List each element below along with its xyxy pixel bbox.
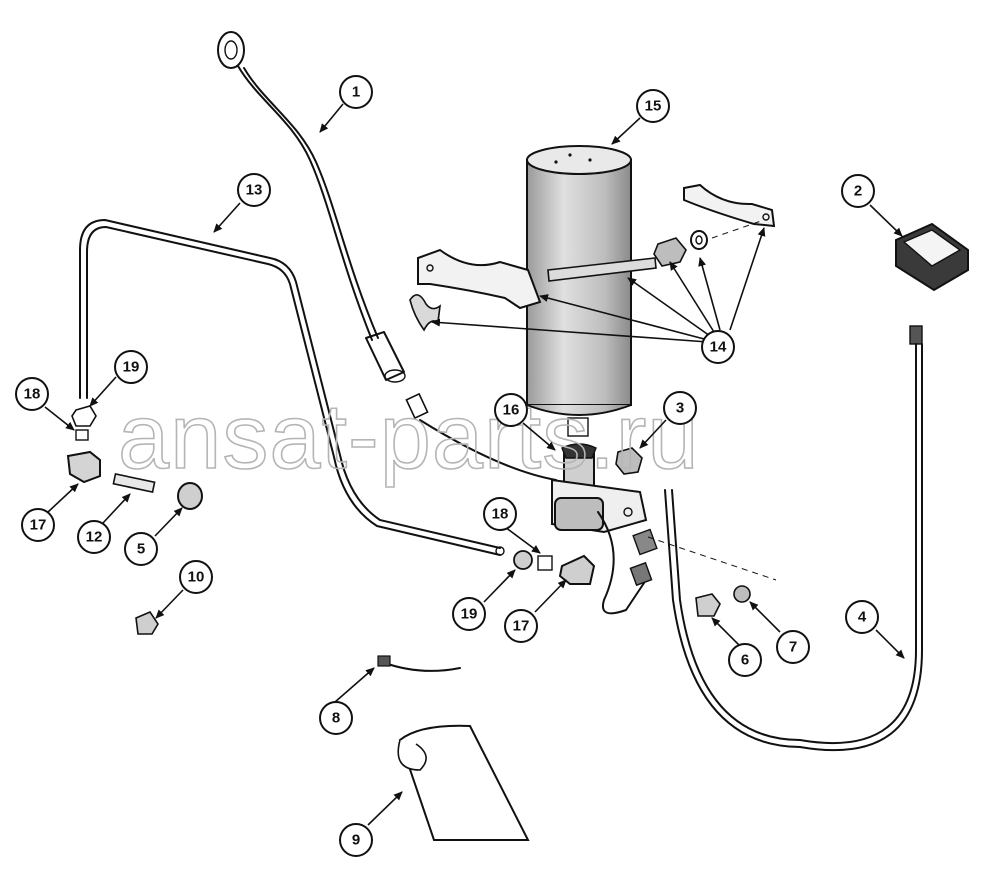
svg-text:16: 16 <box>503 402 520 419</box>
callout-17-center: 17 <box>504 609 538 643</box>
bracket-hardware-part-14 <box>409 183 776 332</box>
callout-19-left: 19 <box>114 350 148 384</box>
callout-5: 5 <box>124 532 158 566</box>
tie-strap-part-8 <box>377 655 461 672</box>
callout-4: 4 <box>845 600 879 634</box>
ground-cable-part-1 <box>217 31 406 383</box>
svg-text:7: 7 <box>789 639 797 656</box>
svg-text:19: 19 <box>461 606 478 623</box>
callout-10: 10 <box>179 560 213 594</box>
svg-text:19: 19 <box>123 359 140 376</box>
svg-text:14: 14 <box>710 339 727 356</box>
leader-lines <box>44 103 905 826</box>
fuel-line-part-13 <box>79 219 505 556</box>
svg-text:6: 6 <box>741 652 749 669</box>
bolt-washer-parts-6-7 <box>695 585 751 617</box>
callout-8: 8 <box>319 701 353 735</box>
callout-1: 1 <box>339 75 373 109</box>
svg-text:18: 18 <box>492 506 509 523</box>
callout-18-left: 18 <box>15 377 49 411</box>
svg-text:17: 17 <box>30 517 47 534</box>
svg-text:17: 17 <box>513 618 530 635</box>
rocker-switch-part-2 <box>895 222 969 292</box>
callout-12: 12 <box>77 520 111 554</box>
svg-text:15: 15 <box>645 98 662 115</box>
svg-text:1: 1 <box>352 84 360 101</box>
callout-13: 13 <box>237 173 271 207</box>
svg-text:2: 2 <box>854 183 862 200</box>
svg-text:13: 13 <box>246 182 263 199</box>
callout-6: 6 <box>728 643 762 677</box>
fitting-set-left <box>66 405 203 635</box>
svg-text:9: 9 <box>352 832 360 849</box>
svg-text:4: 4 <box>858 609 867 626</box>
svg-text:10: 10 <box>188 569 205 586</box>
switch-harness-part-4 <box>664 325 923 752</box>
svg-text:8: 8 <box>332 710 340 727</box>
callout-9: 9 <box>339 823 373 857</box>
callout-18-center: 18 <box>483 497 517 531</box>
fitting-set-center <box>513 550 596 585</box>
filter-canister-part-15 <box>526 145 632 437</box>
decal-part-9 <box>397 724 530 841</box>
watermark-text: ansat-parts.ru <box>118 386 700 488</box>
svg-text:5: 5 <box>137 541 145 558</box>
svg-text:3: 3 <box>676 400 684 417</box>
callout-19-center: 19 <box>452 597 486 631</box>
callout-17-left: 17 <box>21 508 55 542</box>
svg-text:12: 12 <box>86 529 103 546</box>
callout-15: 15 <box>636 89 670 123</box>
callout-3: 3 <box>663 391 697 425</box>
svg-text:18: 18 <box>24 386 41 403</box>
callout-7: 7 <box>776 630 810 664</box>
callout-2: 2 <box>841 174 875 208</box>
callout-16: 16 <box>494 393 528 427</box>
callout-14: 14 <box>701 330 735 364</box>
nut-part-3 <box>615 447 643 475</box>
